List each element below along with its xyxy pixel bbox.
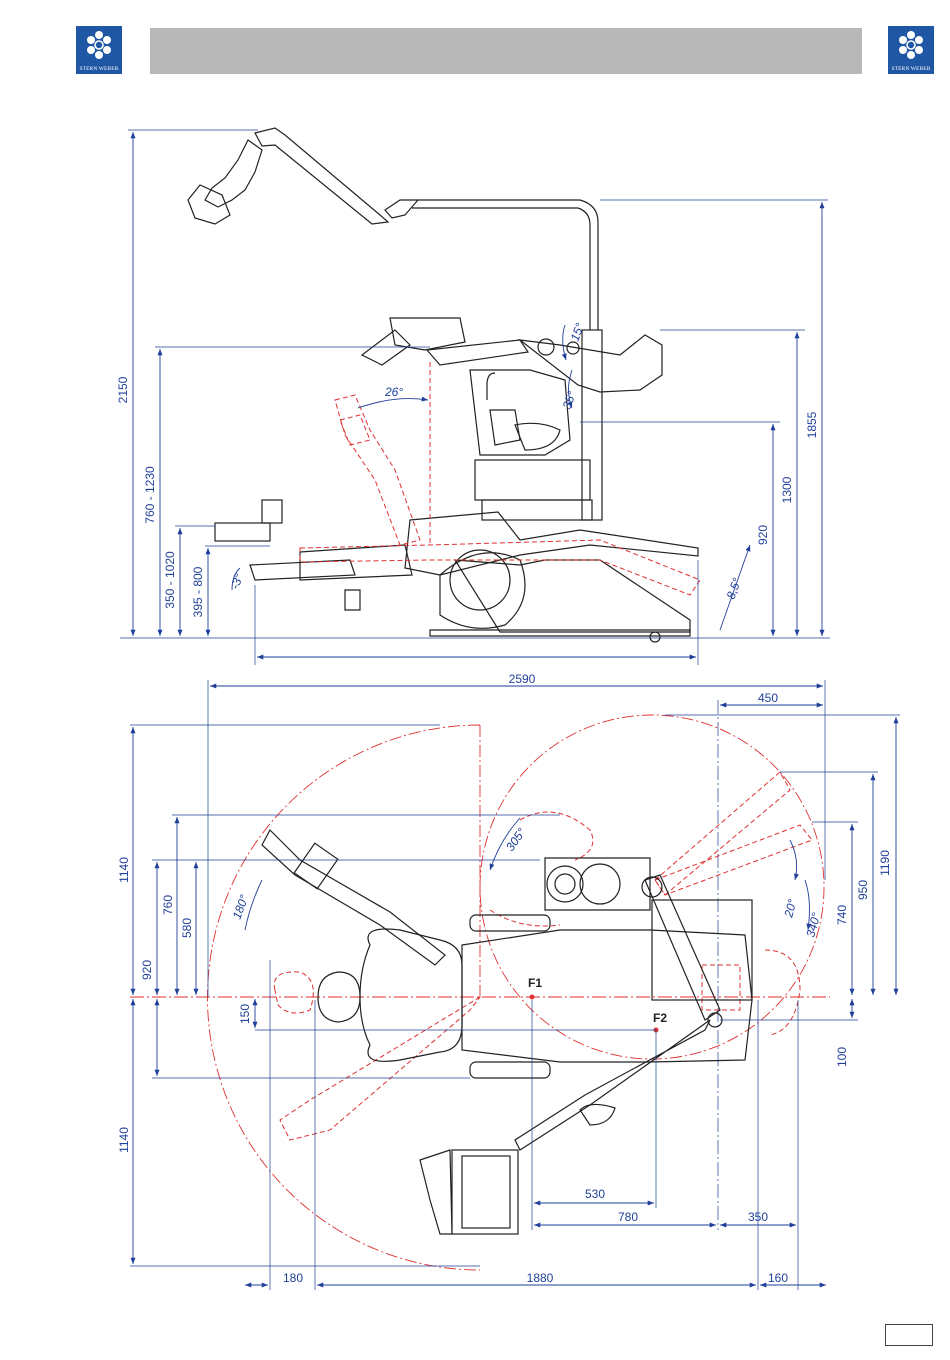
operating-light [188,128,598,330]
dim-350: 350 [748,1210,768,1224]
page-number-box [885,1324,933,1346]
dim-450: 450 [758,691,778,705]
point-f2: F2 [653,1011,667,1025]
dim-580: 580 [180,918,194,938]
dim-760: 760 [161,895,175,915]
dim-950: 950 [856,880,870,900]
angle-arm-up: 15° [568,321,587,343]
dim-160: 160 [768,1271,788,1285]
top-view: F1 F2 [117,680,900,1290]
angle-340: 340° [803,911,823,939]
dim-1880: 1880 [527,1271,554,1285]
dim-150: 150 [238,1004,252,1024]
angle-305: 305° [503,825,529,854]
dim-light-height: 760 - 1230 [143,466,157,524]
chair-top [262,830,752,1234]
dim-arm-height: 1300 [780,476,794,503]
arm-ghosts [274,772,812,1140]
side-view: 2150 760 - 1230 350 - 1020 395 - 800 185… [116,128,830,686]
angle-arm-down: 35° [560,389,579,411]
dim-100: 100 [835,1047,849,1067]
dim-180: 180 [283,1271,303,1285]
dim-instrument-height: 395 - 800 [191,566,205,617]
angle-seat: 8,5° [724,576,745,601]
dim-pole-height: 1855 [805,411,819,438]
dim-left-1140-top: 1140 [117,857,131,883]
angle-20: 20° [781,897,800,919]
dim-780: 780 [618,1210,638,1224]
dim-740: 740 [835,905,849,925]
dim-tray-height: 350 - 1020 [163,551,177,609]
dim-530: 530 [585,1187,605,1201]
dim-920: 920 [140,960,154,980]
dim-total-height: 2150 [116,376,130,403]
angle-tray-tilt: -3° [228,572,247,592]
dim-1190: 1190 [878,850,892,876]
dim-left-1140-bottom: 1140 [117,1127,131,1153]
angle-backrest: 26° [384,385,403,399]
dental-unit [215,318,698,642]
dim-chair-height: 920 [756,525,770,545]
dim-length: 2590 [509,672,536,686]
point-f1: F1 [528,976,542,990]
